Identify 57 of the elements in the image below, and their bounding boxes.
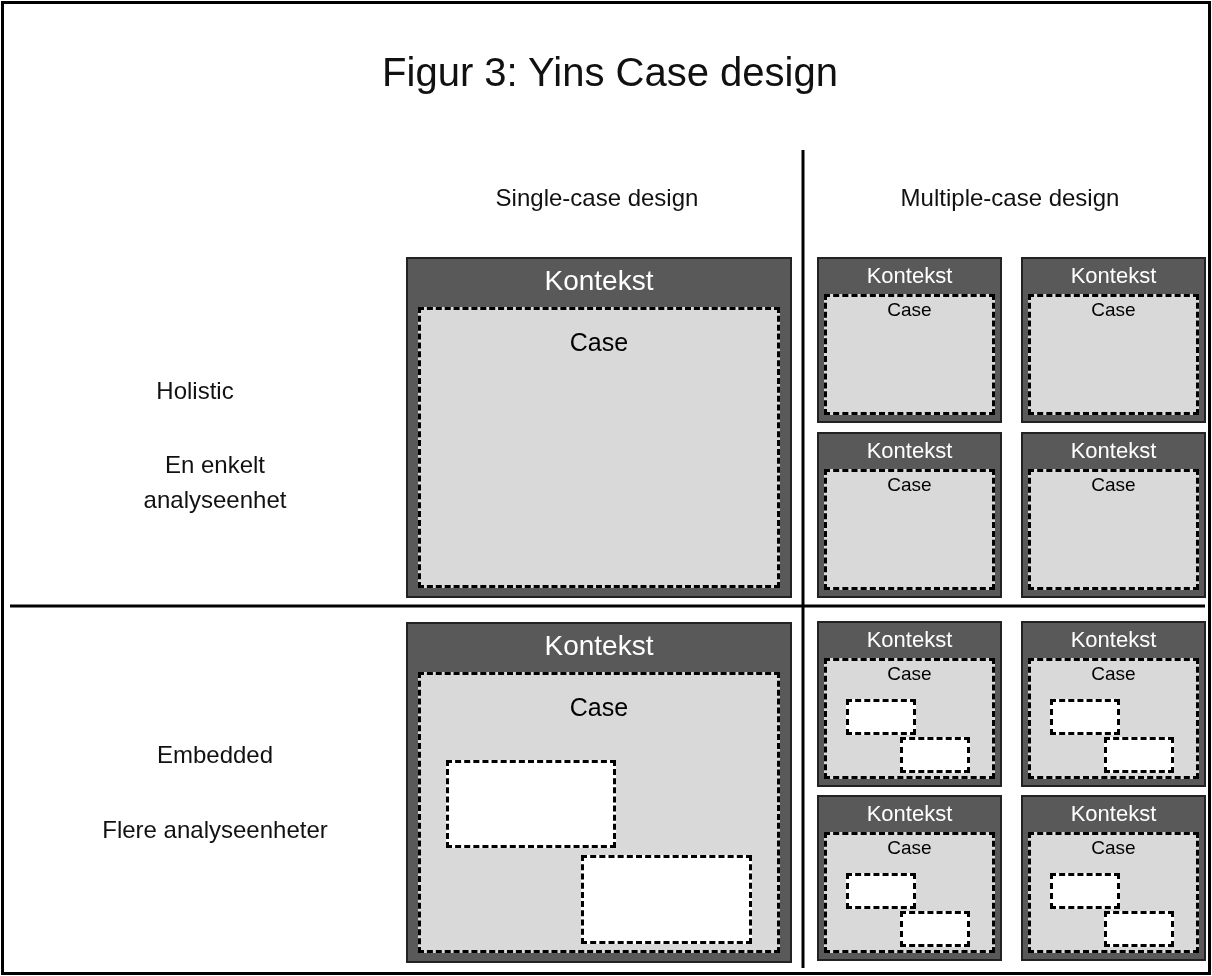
unit-box <box>446 760 616 848</box>
unit-box <box>900 911 970 947</box>
case-box <box>418 307 780 588</box>
case-label: Case <box>1090 837 1137 859</box>
case-label: Case <box>1090 474 1137 496</box>
context-box <box>406 622 792 963</box>
unit-box <box>1104 911 1174 947</box>
row-label: Flere analyseenheter <box>101 815 329 845</box>
case-label: Case <box>1090 663 1137 685</box>
case-label: Case <box>886 663 933 685</box>
context-box <box>1021 257 1206 423</box>
row-label: En enkelt analyseenhet <box>142 450 288 515</box>
context-label: Kontekst <box>865 800 954 828</box>
case-label: Case <box>886 299 933 321</box>
case-box <box>824 658 995 779</box>
case-label: Case <box>1090 299 1137 321</box>
context-box <box>1021 795 1206 961</box>
column-header: Multiple-case design <box>899 183 1121 213</box>
unit-box <box>1050 699 1120 735</box>
context-box <box>817 432 1002 598</box>
context-label: Kontekst <box>1069 626 1158 654</box>
unit-box <box>581 855 752 944</box>
context-label: Kontekst <box>1069 262 1158 290</box>
context-box <box>1021 432 1206 598</box>
context-label: Kontekst <box>1069 800 1158 828</box>
context-box <box>1021 621 1206 787</box>
case-box <box>824 832 995 953</box>
case-box <box>1028 294 1199 415</box>
context-box <box>817 621 1002 787</box>
row-label: Embedded <box>155 740 275 770</box>
case-label: Case <box>886 474 933 496</box>
case-label: Case <box>568 328 630 357</box>
context-label: Kontekst <box>543 629 655 663</box>
unit-box <box>1050 873 1120 909</box>
case-box <box>1028 832 1199 953</box>
case-box <box>418 672 780 953</box>
context-label: Kontekst <box>865 437 954 465</box>
row-label: Holistic <box>155 376 235 406</box>
context-box <box>406 257 792 598</box>
unit-box <box>846 873 916 909</box>
unit-box <box>846 699 916 735</box>
context-label: Kontekst <box>543 264 655 298</box>
case-box <box>824 294 995 415</box>
context-label: Kontekst <box>865 626 954 654</box>
context-box <box>817 257 1002 423</box>
case-label: Case <box>568 693 630 722</box>
case-label: Case <box>886 837 933 859</box>
unit-box <box>900 737 970 773</box>
context-label: Kontekst <box>865 262 954 290</box>
context-label: Kontekst <box>1069 437 1158 465</box>
case-box <box>824 469 995 590</box>
title: Figur 3: Yins Case design <box>381 50 839 95</box>
case-box <box>1028 469 1199 590</box>
column-header: Single-case design <box>494 183 700 213</box>
case-box <box>1028 658 1199 779</box>
unit-box <box>1104 737 1174 773</box>
context-box <box>817 795 1002 961</box>
